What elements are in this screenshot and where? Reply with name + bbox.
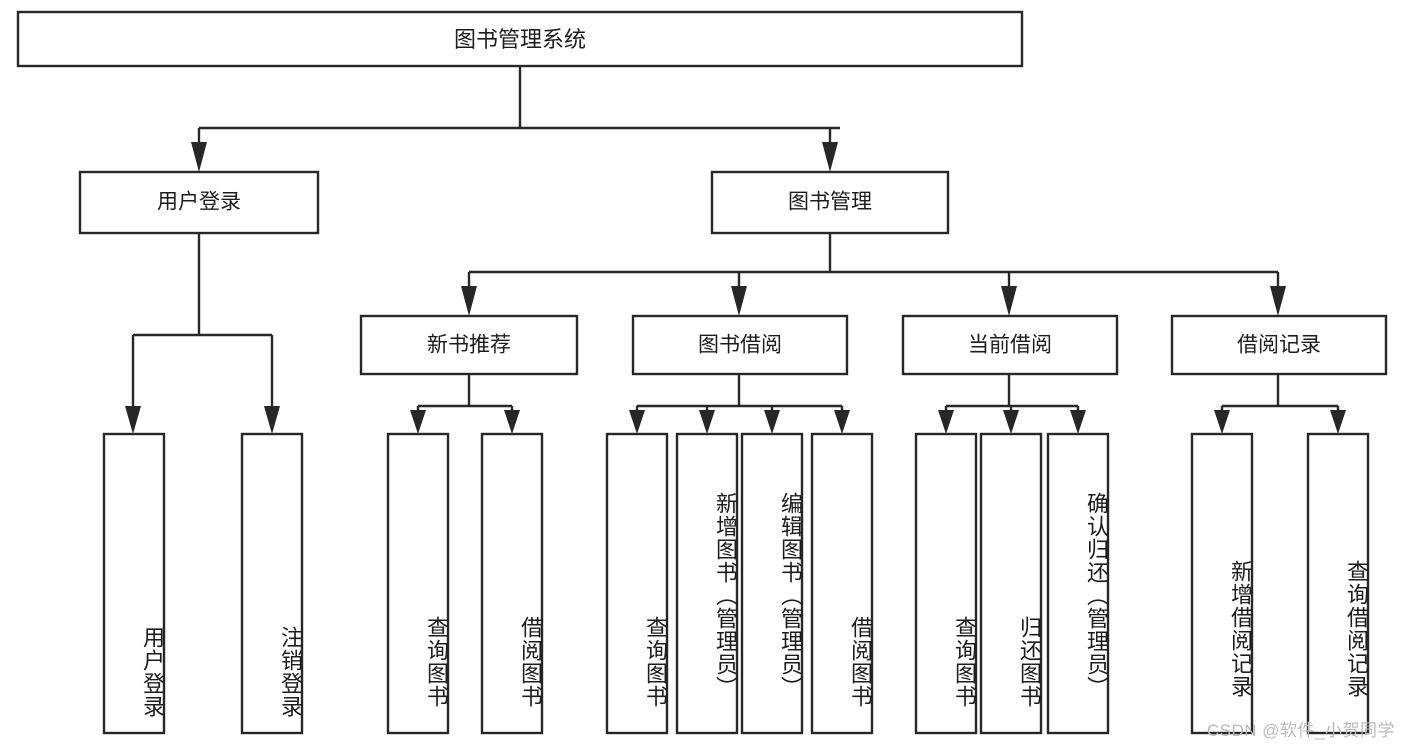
- connector-layer: [125, 66, 1346, 434]
- arrow-borrow-record-leaf-1: [1214, 410, 1230, 434]
- leaf-box-current-borrow-2[interactable]: [979, 432, 1043, 735]
- leaf-box-user-login-2[interactable]: [240, 432, 304, 735]
- arrow-book-borrow-leaf-3: [764, 410, 780, 434]
- node-book-borrow[interactable]: 图书借阅: [631, 314, 849, 376]
- csdn-watermark: CSDN @软件_小贺同学: [1206, 721, 1395, 740]
- arrow-book-borrow-leaf-1: [629, 410, 645, 434]
- leaf-box-new-book-1[interactable]: [386, 432, 450, 735]
- node-borrow-record[interactable]: 借阅记录: [1170, 314, 1388, 376]
- leaf-box-current-borrow-1[interactable]: [914, 432, 978, 735]
- leaf-box-book-borrow-4[interactable]: [810, 432, 874, 735]
- node-new-book-recommend[interactable]: 新书推荐: [359, 314, 579, 376]
- arrow-bm-to-book-borrow: [731, 286, 747, 316]
- node-current-borrow-box[interactable]: [901, 314, 1119, 376]
- arrow-user-login-leaf-1: [125, 406, 141, 434]
- arrow-root-to-user-login: [191, 142, 207, 172]
- node-book-manage-label: 图书管理: [788, 191, 872, 214]
- arrow-bm-to-new-book: [461, 286, 477, 316]
- leaf-box-new-book-2[interactable]: [480, 432, 544, 735]
- arrow-user-login-leaf-2: [264, 406, 280, 434]
- arrow-book-borrow-leaf-4: [834, 410, 850, 434]
- node-user-login[interactable]: 用户登录: [78, 170, 320, 235]
- node-user-login-box[interactable]: [78, 170, 320, 235]
- arrow-new-book-leaf-1: [410, 410, 426, 434]
- arrow-root-to-book-manage: [822, 142, 838, 172]
- leaf-box-book-borrow-2[interactable]: [675, 432, 739, 735]
- leaf-box-current-borrow-3[interactable]: [1046, 432, 1110, 735]
- node-book-manage[interactable]: 图书管理: [710, 170, 950, 235]
- node-user-login-label: 用户登录: [157, 191, 241, 214]
- node-new-book-recommend-box[interactable]: [359, 314, 579, 376]
- arrow-borrow-record-leaf-2: [1330, 410, 1346, 434]
- arrow-bm-to-current-borrow: [1001, 286, 1017, 316]
- arrow-current-borrow-leaf-1: [938, 410, 954, 434]
- node-current-borrow-label: 当前借阅: [968, 334, 1052, 357]
- node-book-borrow-box[interactable]: [631, 314, 849, 376]
- node-current-borrow[interactable]: 当前借阅: [901, 314, 1119, 376]
- node-borrow-record-box[interactable]: [1170, 314, 1388, 376]
- leaf-box-borrow-record-2[interactable]: [1306, 432, 1370, 735]
- arrow-bm-to-borrow-record: [1270, 286, 1286, 316]
- node-root-label: 图书管理系统: [454, 27, 586, 52]
- node-book-borrow-label: 图书借阅: [698, 334, 782, 357]
- node-root[interactable]: 图书管理系统: [16, 10, 1024, 68]
- node-root-box[interactable]: [16, 10, 1024, 68]
- arrow-new-book-leaf-2: [504, 410, 520, 434]
- leaf-box-borrow-record-1[interactable]: [1190, 432, 1254, 735]
- node-borrow-record-label: 借阅记录: [1237, 334, 1321, 357]
- arrow-current-borrow-leaf-2: [1003, 410, 1019, 434]
- leaf-box-book-borrow-3[interactable]: [740, 432, 804, 735]
- node-book-manage-box[interactable]: [710, 170, 950, 235]
- leaf-box-book-borrow-1[interactable]: [605, 432, 669, 735]
- node-new-book-recommend-label: 新书推荐: [427, 334, 511, 357]
- leaf-box-layer: [102, 432, 1370, 735]
- arrow-book-borrow-leaf-2: [699, 410, 715, 434]
- arrow-current-borrow-leaf-3: [1070, 410, 1086, 434]
- leaf-box-user-login-1[interactable]: [102, 432, 166, 735]
